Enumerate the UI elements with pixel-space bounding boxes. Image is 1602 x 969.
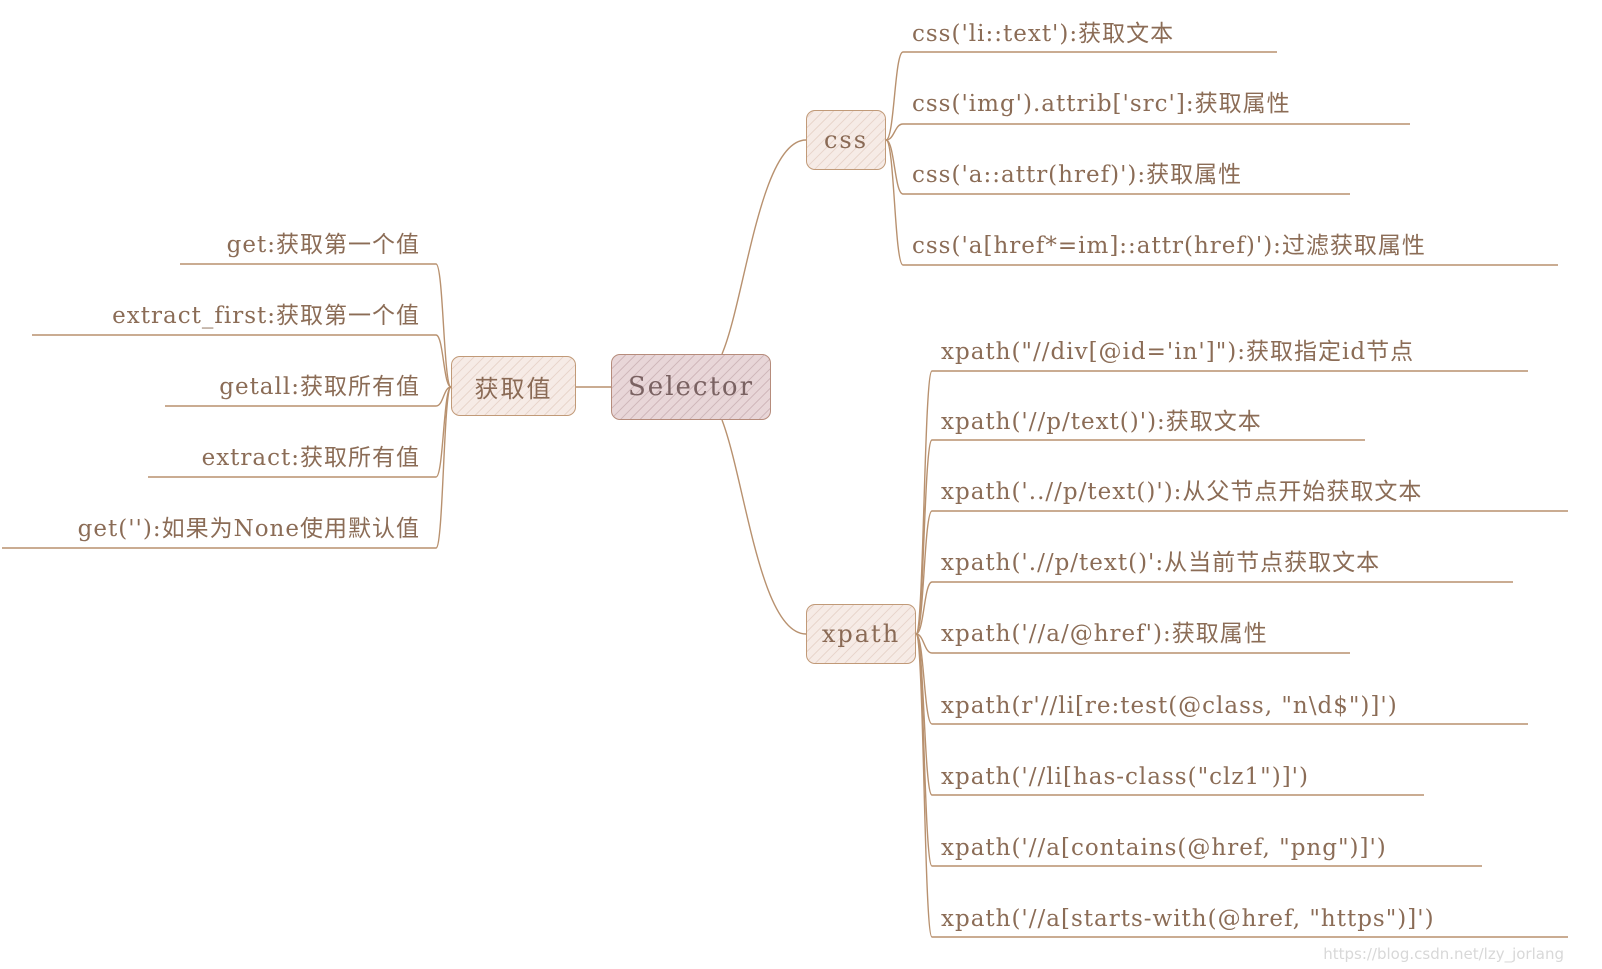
getvalue-leaf[interactable]: getall:获取所有值 xyxy=(219,374,420,400)
getvalue-leaf[interactable]: get:获取第一个值 xyxy=(226,232,420,258)
xpath-leaf[interactable]: xpath('//a[starts-with(@href, "https")]'… xyxy=(941,906,1435,932)
connector-css-leaf-2 xyxy=(885,139,904,195)
xpath-leaf[interactable]: xpath('//p/text()'):获取文本 xyxy=(941,409,1262,435)
xpath-leaf[interactable]: xpath('..//p/text()'):从父节点开始获取文本 xyxy=(941,479,1423,505)
branch-label-getvalue: 获取值 xyxy=(474,374,553,403)
getvalue-leaf[interactable]: extract_first:获取第一个值 xyxy=(112,303,420,329)
root-label: Selector xyxy=(628,372,754,402)
connector-getvalue-leaf-4 xyxy=(435,386,452,549)
xpath-leaf[interactable]: xpath('.//p/text()':从当前节点获取文本 xyxy=(941,550,1381,576)
connector-xpath-leaf-3 xyxy=(915,581,933,635)
connector-css-leaf-1 xyxy=(885,123,904,141)
connector-xpath-leaf-8 xyxy=(915,633,933,938)
branch-node-xpath[interactable]: xpath xyxy=(806,604,916,664)
connector-xpath-leaf-7 xyxy=(915,633,933,867)
connector-root-xpath xyxy=(721,419,807,635)
css-leaf[interactable]: css('li::text'):获取文本 xyxy=(912,21,1175,47)
css-leaf[interactable]: css('a::attr(href)'):获取属性 xyxy=(912,162,1243,188)
branch-label-css: css xyxy=(823,126,869,154)
xpath-leaf[interactable]: xpath('//a/@href'):获取属性 xyxy=(941,621,1268,647)
branch-node-css[interactable]: css xyxy=(806,110,886,170)
connector-css-leaf-0 xyxy=(885,51,904,141)
connector-xpath-leaf-0 xyxy=(915,370,933,635)
xpath-leaf[interactable]: xpath("//div[@id='in']"):获取指定id节点 xyxy=(941,339,1415,365)
xpath-leaf[interactable]: xpath(r'//li[re:test(@class, "n\d$")]') xyxy=(941,693,1398,719)
watermark: https://blog.csdn.net/lzy_jorlang xyxy=(1323,945,1564,963)
branch-node-getvalue[interactable]: 获取值 xyxy=(451,356,576,416)
xpath-leaf[interactable]: xpath('//li[has-class("clz1")]') xyxy=(941,764,1309,790)
getvalue-leaf[interactable]: extract:获取所有值 xyxy=(201,445,420,471)
connector-getvalue-leaf-0 xyxy=(435,263,452,388)
connector-css-leaf-3 xyxy=(885,139,904,266)
getvalue-leaf[interactable]: get(''):如果为None使用默认值 xyxy=(77,516,420,542)
css-leaf[interactable]: css('img').attrib['src']:获取属性 xyxy=(912,91,1291,117)
css-leaf[interactable]: css('a[href*=im]::attr(href)'):过滤获取属性 xyxy=(912,233,1426,259)
xpath-leaf[interactable]: xpath('//a[contains(@href, "png")]') xyxy=(941,835,1387,861)
branch-label-xpath: xpath xyxy=(821,620,901,648)
connector-getvalue-leaf-1 xyxy=(435,334,452,388)
root-node-selector[interactable]: Selector xyxy=(611,354,771,420)
connector-xpath-leaf-2 xyxy=(915,510,933,635)
connector-root-css xyxy=(721,139,807,355)
